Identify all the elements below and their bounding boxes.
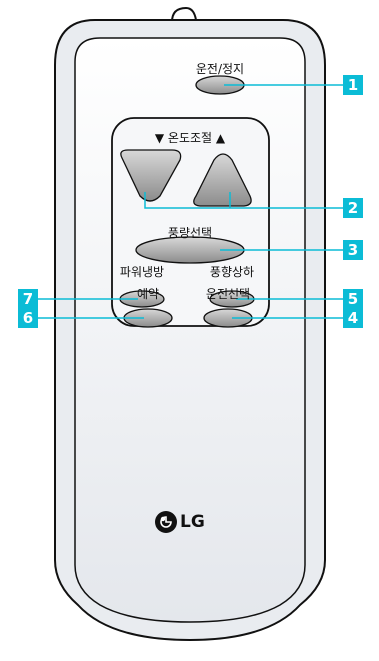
- temp-label: ▼ 온도조절 ▲: [154, 131, 226, 145]
- fan-speed-label: 풍량선택: [167, 226, 213, 240]
- mode-label: 운전선택: [205, 287, 251, 301]
- timer-label: 예약: [136, 287, 160, 301]
- callout-5: 5: [343, 289, 363, 309]
- callout-lines: [38, 84, 343, 319]
- power-cool-label: 파워냉방: [119, 265, 165, 279]
- remote-top-clip: [171, 6, 197, 23]
- callout-7: 7: [18, 289, 38, 309]
- power-label: 운전/정지: [195, 62, 245, 76]
- temp-down-button[interactable]: [120, 149, 182, 202]
- swing-label: 풍향상하: [209, 265, 255, 279]
- callout-4: 4: [343, 308, 363, 328]
- callout-6: 6: [18, 308, 38, 328]
- temp-up-button[interactable]: [193, 153, 252, 207]
- brand-logo-text: LG: [180, 512, 205, 532]
- callout-1: 1: [343, 75, 363, 95]
- callout-3: 3: [343, 240, 363, 260]
- callout-2: 2: [343, 198, 363, 218]
